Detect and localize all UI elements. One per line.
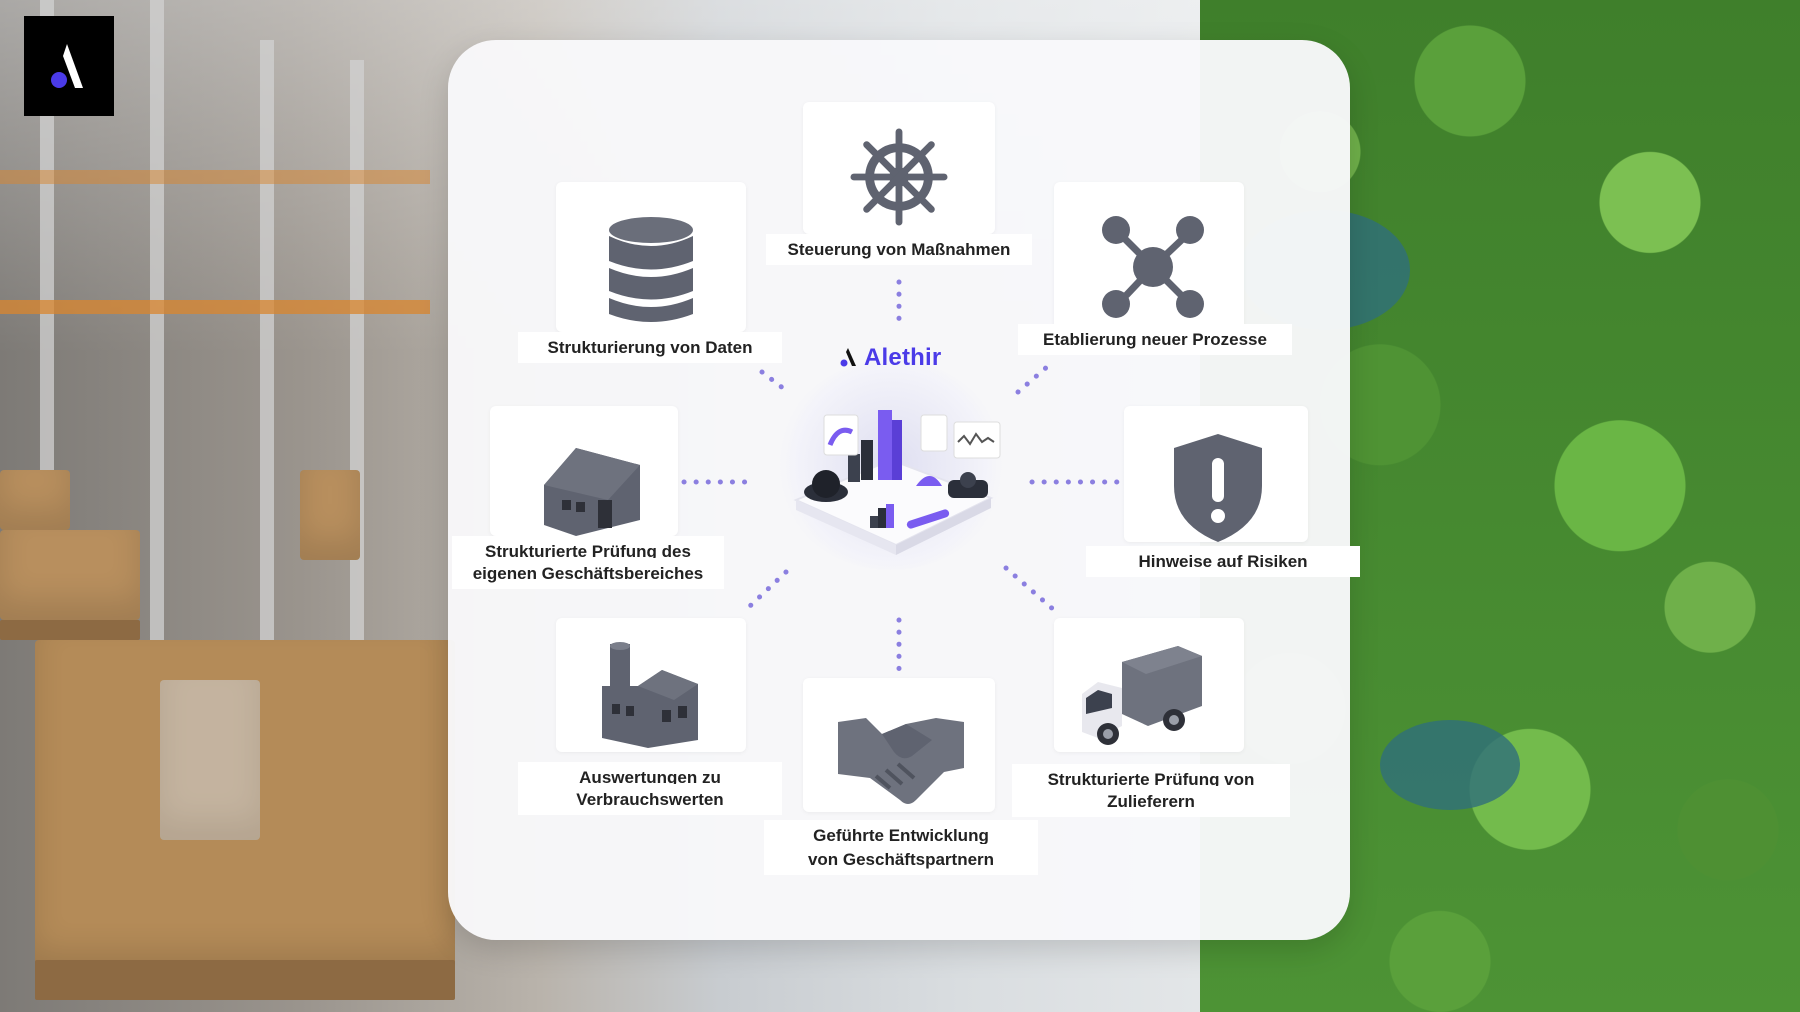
truck-icon bbox=[1082, 646, 1202, 745]
node-processes-label: Etablierung neuer Prozesse bbox=[1018, 324, 1292, 355]
node-own-business-label-line2: eigenen Geschäftsbereiches bbox=[452, 558, 724, 589]
node-suppliers-label-line2: Zulieferern bbox=[1012, 786, 1290, 817]
shield-exclamation-icon bbox=[1174, 434, 1262, 542]
shelf-rack bbox=[260, 40, 274, 660]
brand-mark-icon bbox=[840, 348, 856, 367]
diagram-card: Alethir bbox=[448, 40, 1360, 940]
node-consumption-label-line2: Verbrauchswerten bbox=[518, 784, 782, 815]
factory-icon bbox=[602, 642, 698, 748]
ship-wheel-icon bbox=[850, 128, 948, 226]
shelf-beam bbox=[0, 300, 430, 314]
node-partners-label-line2: von Geschäftspartnern bbox=[764, 844, 1038, 875]
node-data-label: Strukturierung von Daten bbox=[518, 332, 782, 363]
node-risks-label: Hinweise auf Risiken bbox=[1086, 546, 1360, 577]
node-control-label: Steuerung von Maßnahmen bbox=[766, 234, 1032, 265]
analytics-dashboard-illustration bbox=[793, 410, 1001, 555]
cardboard-box bbox=[300, 470, 360, 560]
alethir-logo[interactable] bbox=[24, 16, 114, 116]
cardboard-box bbox=[0, 470, 70, 530]
connector-lines bbox=[681, 279, 1123, 673]
alethir-logo-icon bbox=[51, 44, 83, 88]
pallet bbox=[0, 620, 140, 640]
cardboard-box bbox=[0, 530, 140, 620]
center-brand: Alethir bbox=[838, 344, 941, 372]
shipping-label bbox=[160, 680, 260, 840]
shelf-beam bbox=[0, 170, 430, 184]
center-hub: Alethir bbox=[756, 340, 1026, 580]
pallet bbox=[35, 960, 455, 1000]
river bbox=[1380, 720, 1520, 810]
handshake-icon bbox=[838, 718, 964, 804]
database-icon bbox=[609, 217, 693, 322]
shelf-rack bbox=[150, 0, 164, 700]
network-nodes-icon bbox=[1102, 216, 1204, 318]
house-icon bbox=[544, 448, 640, 536]
